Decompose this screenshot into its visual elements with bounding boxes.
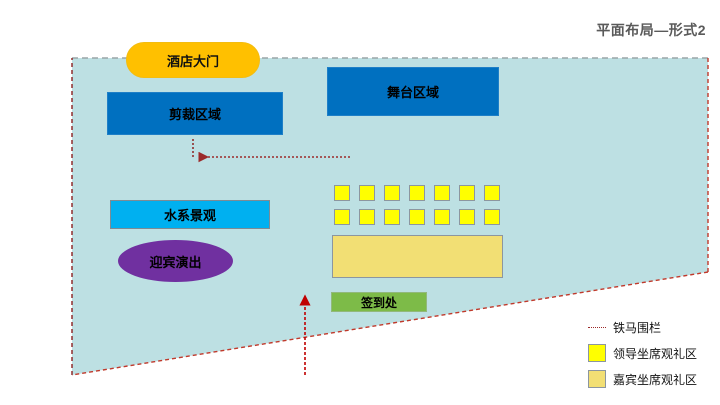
- tan-swatch-icon: [588, 370, 606, 388]
- yellow-swatch-icon: [588, 344, 606, 362]
- leader-seat[interactable]: [359, 209, 375, 225]
- zone-water-landscape[interactable]: 水系景观: [110, 200, 270, 229]
- legend-item-fence-label: 铁马围栏: [613, 320, 662, 335]
- zone-stage-area[interactable]: 舞台区域: [327, 67, 499, 116]
- leader-seat[interactable]: [334, 185, 350, 201]
- boundary-edge-bottom: [71, 271, 709, 376]
- leader-seat[interactable]: [409, 209, 425, 225]
- dotted-line-icon: [588, 318, 606, 336]
- zone-signin-desk-label: 签到处: [360, 295, 397, 310]
- zone-welcome-performance[interactable]: 迎宾演出: [118, 240, 233, 282]
- leader-seat[interactable]: [459, 185, 475, 201]
- zone-gate[interactable]: 酒店大门: [126, 42, 260, 78]
- zone-gate-label: 酒店大门: [166, 53, 219, 69]
- zone-signin-desk[interactable]: 签到处: [331, 292, 427, 312]
- legend-item-guest-seats: 嘉宾坐席观礼区: [588, 366, 697, 392]
- page-title: 平面布局—形式2: [596, 22, 706, 38]
- zone-cut-area-label: 剪裁区域: [168, 107, 221, 122]
- leader-seat[interactable]: [409, 185, 425, 201]
- leader-seat[interactable]: [434, 209, 450, 225]
- leader-seat[interactable]: [484, 209, 500, 225]
- leader-seat[interactable]: [384, 209, 400, 225]
- leader-seat[interactable]: [484, 185, 500, 201]
- legend-item-fence: 铁马围栏: [588, 314, 697, 340]
- legend-item-leader-seats-label: 领导坐席观礼区: [613, 346, 698, 361]
- zone-water-landscape-label: 水系景观: [163, 208, 216, 223]
- legend-item-guest-seats-label: 嘉宾坐席观礼区: [613, 372, 698, 387]
- leader-seat[interactable]: [459, 209, 475, 225]
- leader-seat[interactable]: [384, 185, 400, 201]
- legend: 铁马围栏 领导坐席观礼区 嘉宾坐席观礼区: [588, 314, 697, 392]
- leader-seat[interactable]: [434, 185, 450, 201]
- zone-guest-seating-block[interactable]: [332, 235, 503, 278]
- leader-seat[interactable]: [334, 209, 350, 225]
- zone-stage-area-label: 舞台区域: [386, 85, 439, 100]
- leader-seat[interactable]: [359, 185, 375, 201]
- zone-cut-area[interactable]: 剪裁区域: [107, 92, 283, 135]
- legend-item-leader-seats: 领导坐席观礼区: [588, 340, 697, 366]
- zone-welcome-performance-label: 迎宾演出: [149, 254, 202, 270]
